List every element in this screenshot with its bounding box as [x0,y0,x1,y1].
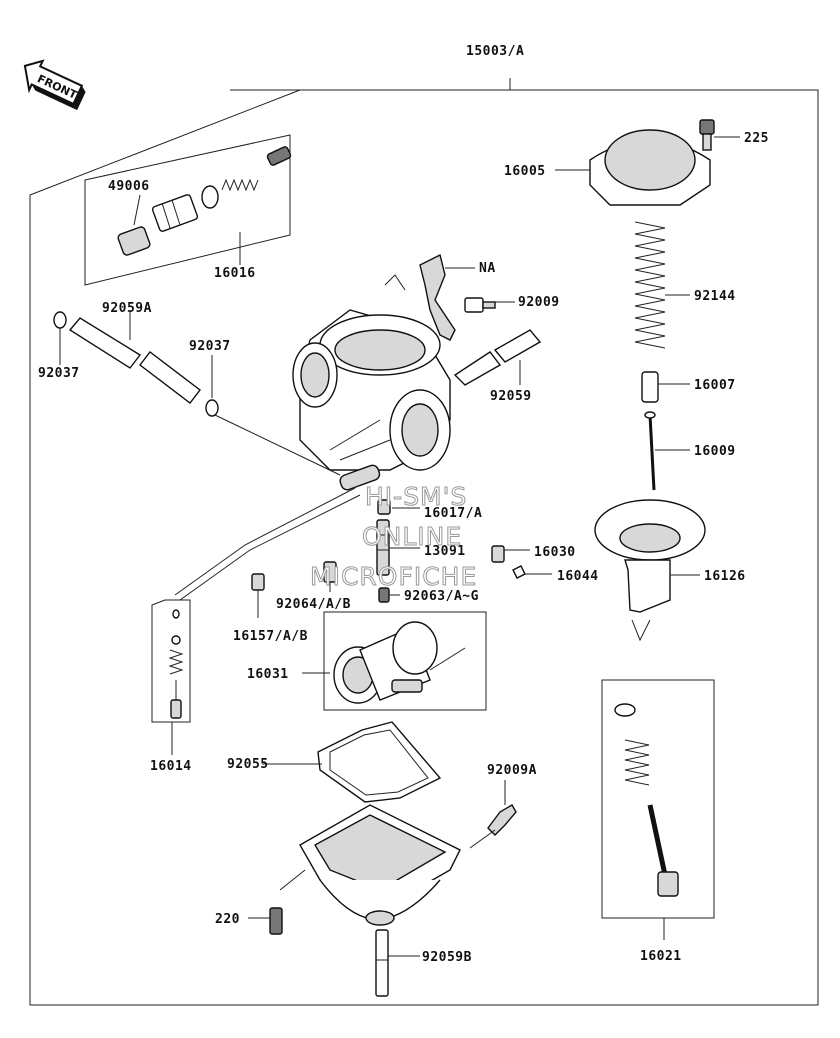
part-92037-clamp-mid [205,399,219,417]
part-16030 [491,545,505,563]
label-92009: 92009 [518,295,560,310]
part-float-bowl [299,804,461,926]
label-92037-mid: 92037 [189,339,231,354]
label-16017A: 16017/A [424,506,482,521]
part-92009-screw [464,297,496,313]
part-16031-throttle [333,621,466,704]
label-16021: 16021 [640,949,682,964]
watermark-line-1: HI-SM'S [365,482,467,511]
label-16009: 16009 [694,444,736,459]
part-16017A-jet [377,499,391,515]
label-na: NA [479,261,496,276]
label-16016: 16016 [214,266,256,281]
box-16014 [151,599,191,723]
drain-tube-line [179,494,361,601]
label-92063: 92063/A~G [404,589,479,604]
part-16044 [512,565,526,579]
box-16021 [601,679,715,919]
label-16126: 16126 [704,569,746,584]
part-92055-gasket [317,721,442,803]
part-spring [221,178,259,192]
part-220-screw [269,907,283,935]
part-16126-diaphragm [594,499,706,613]
part-92009A-screw [487,804,517,836]
part-16005-top-cap [589,129,711,206]
label-92059A: 92059A [102,301,152,316]
label-92059: 92059 [490,389,532,404]
label-16030: 16030 [534,545,576,560]
part-16009-needle [648,414,656,491]
part-92144-spring [634,221,666,349]
part-na-bracket [419,253,456,341]
watermark-line-2: ONLINE [362,522,462,551]
label-92009A: 92009A [487,763,537,778]
label-15003A: 15003/A [466,44,524,59]
part-pilot-screw-body [151,194,199,232]
label-220: 220 [215,912,240,927]
part-needle-tip [266,146,292,166]
box-16031 [323,611,487,711]
box-16016 [84,134,291,286]
label-49006: 49006 [108,179,150,194]
part-225-screw [699,119,715,151]
label-92064: 92064/A/B [276,597,351,612]
part-16157-plug [251,573,265,591]
front-arrow-icon: FRONT [23,59,86,111]
watermark-line-3: MICROFICHE [310,562,477,591]
carburetor-body [292,309,451,491]
part-92059-hose [453,329,542,386]
label-92059B: 92059B [422,950,472,965]
label-92037-left: 92037 [38,366,80,381]
label-16157: 16157/A/B [233,629,308,644]
part-49006-cap [117,226,151,256]
label-92055: 92055 [227,757,269,772]
marker-na [384,274,406,291]
label-16014: 16014 [150,759,192,774]
label-16031: 16031 [247,667,289,682]
label-16044: 16044 [557,569,599,584]
label-92144: 92144 [694,289,736,304]
marker-16126 [631,619,651,642]
part-92059A-hose [68,310,201,404]
part-92037-clamp-left [53,311,67,329]
assembly-frame [29,78,819,1006]
part-o-ring [201,185,219,209]
label-16005: 16005 [504,164,546,179]
part-16007-retainer [641,371,659,403]
label-13091: 13091 [424,544,466,559]
label-16007: 16007 [694,378,736,393]
label-225: 225 [744,131,769,146]
part-92059B-hose [375,929,389,997]
